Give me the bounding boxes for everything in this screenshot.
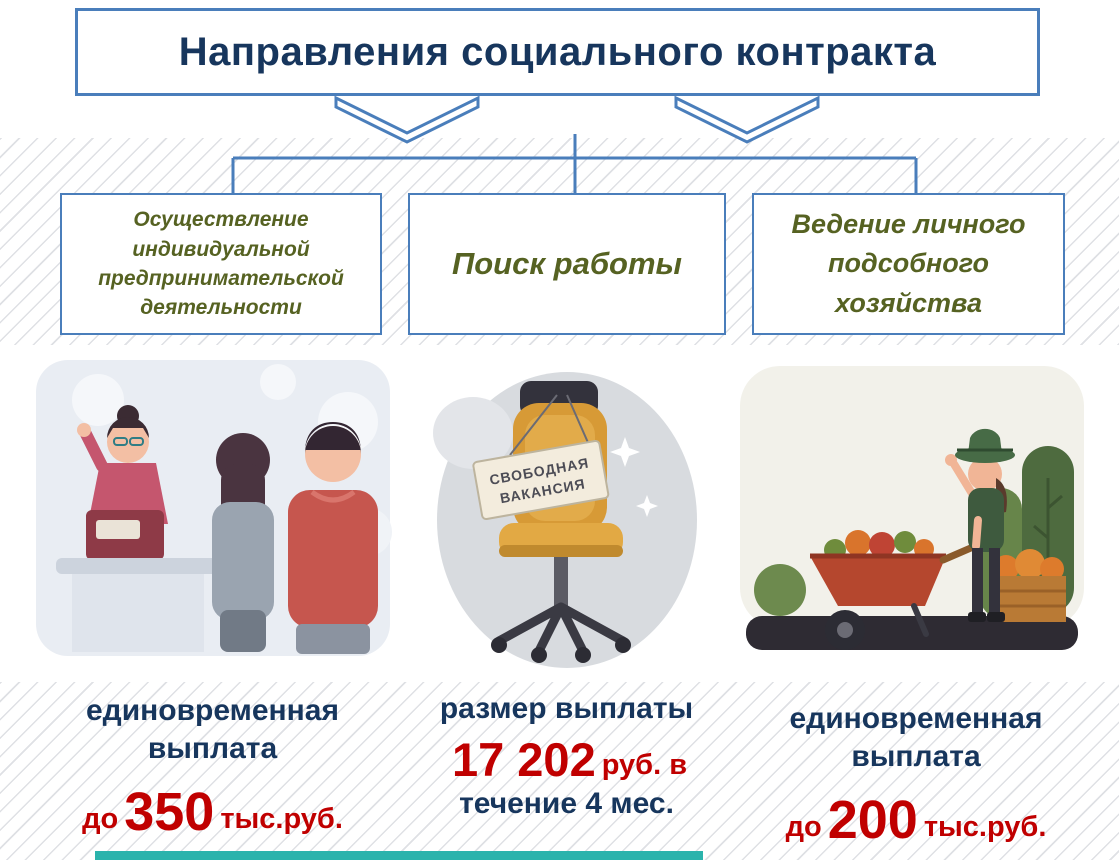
- bracket-lines: [231, 134, 918, 194]
- branch-household-label: Ведение личного подсобного хозяйства: [791, 209, 1026, 318]
- bottom-accent-bar: [95, 851, 703, 860]
- branch-job-search-label: Поиск работы: [451, 246, 683, 281]
- vacant-office-chair-icon: СВОБОДНАЯ ВАКАНСИЯ: [433, 372, 697, 668]
- shop-counter-scene-icon: [36, 360, 392, 656]
- connector-arrows: [231, 95, 918, 194]
- illustration-entrepreneurship: [28, 342, 400, 677]
- header: Направления социального контракта: [75, 8, 1040, 96]
- payout-heading: единовременная выплата: [86, 694, 339, 766]
- down-arrow-right-icon: [674, 95, 820, 144]
- branch-entrepreneurship-label: Осуществление индивидуальной предпринима…: [98, 208, 344, 320]
- illustration-job-search: СВОБОДНАЯ ВАКАНСИЯ: [415, 345, 710, 675]
- payout-heading: единовременная выплата: [789, 702, 1043, 774]
- down-arrow-left-icon: [334, 95, 480, 144]
- page-title: Направления социального контракта: [178, 29, 937, 74]
- branch-job-search: Поиск работы: [408, 193, 726, 335]
- branch-entrepreneurship: Осуществление индивидуальной предпринима…: [60, 193, 382, 335]
- illustration-household: [738, 338, 1088, 678]
- hatch-background-bottom: [0, 682, 1119, 860]
- gardener-with-wheelbarrow-icon: [740, 366, 1084, 650]
- payout-heading: размер выплаты: [439, 692, 694, 725]
- branch-household: Ведение личного подсобного хозяйства: [752, 193, 1065, 335]
- payout-duration: течение 4 мес.: [459, 787, 674, 821]
